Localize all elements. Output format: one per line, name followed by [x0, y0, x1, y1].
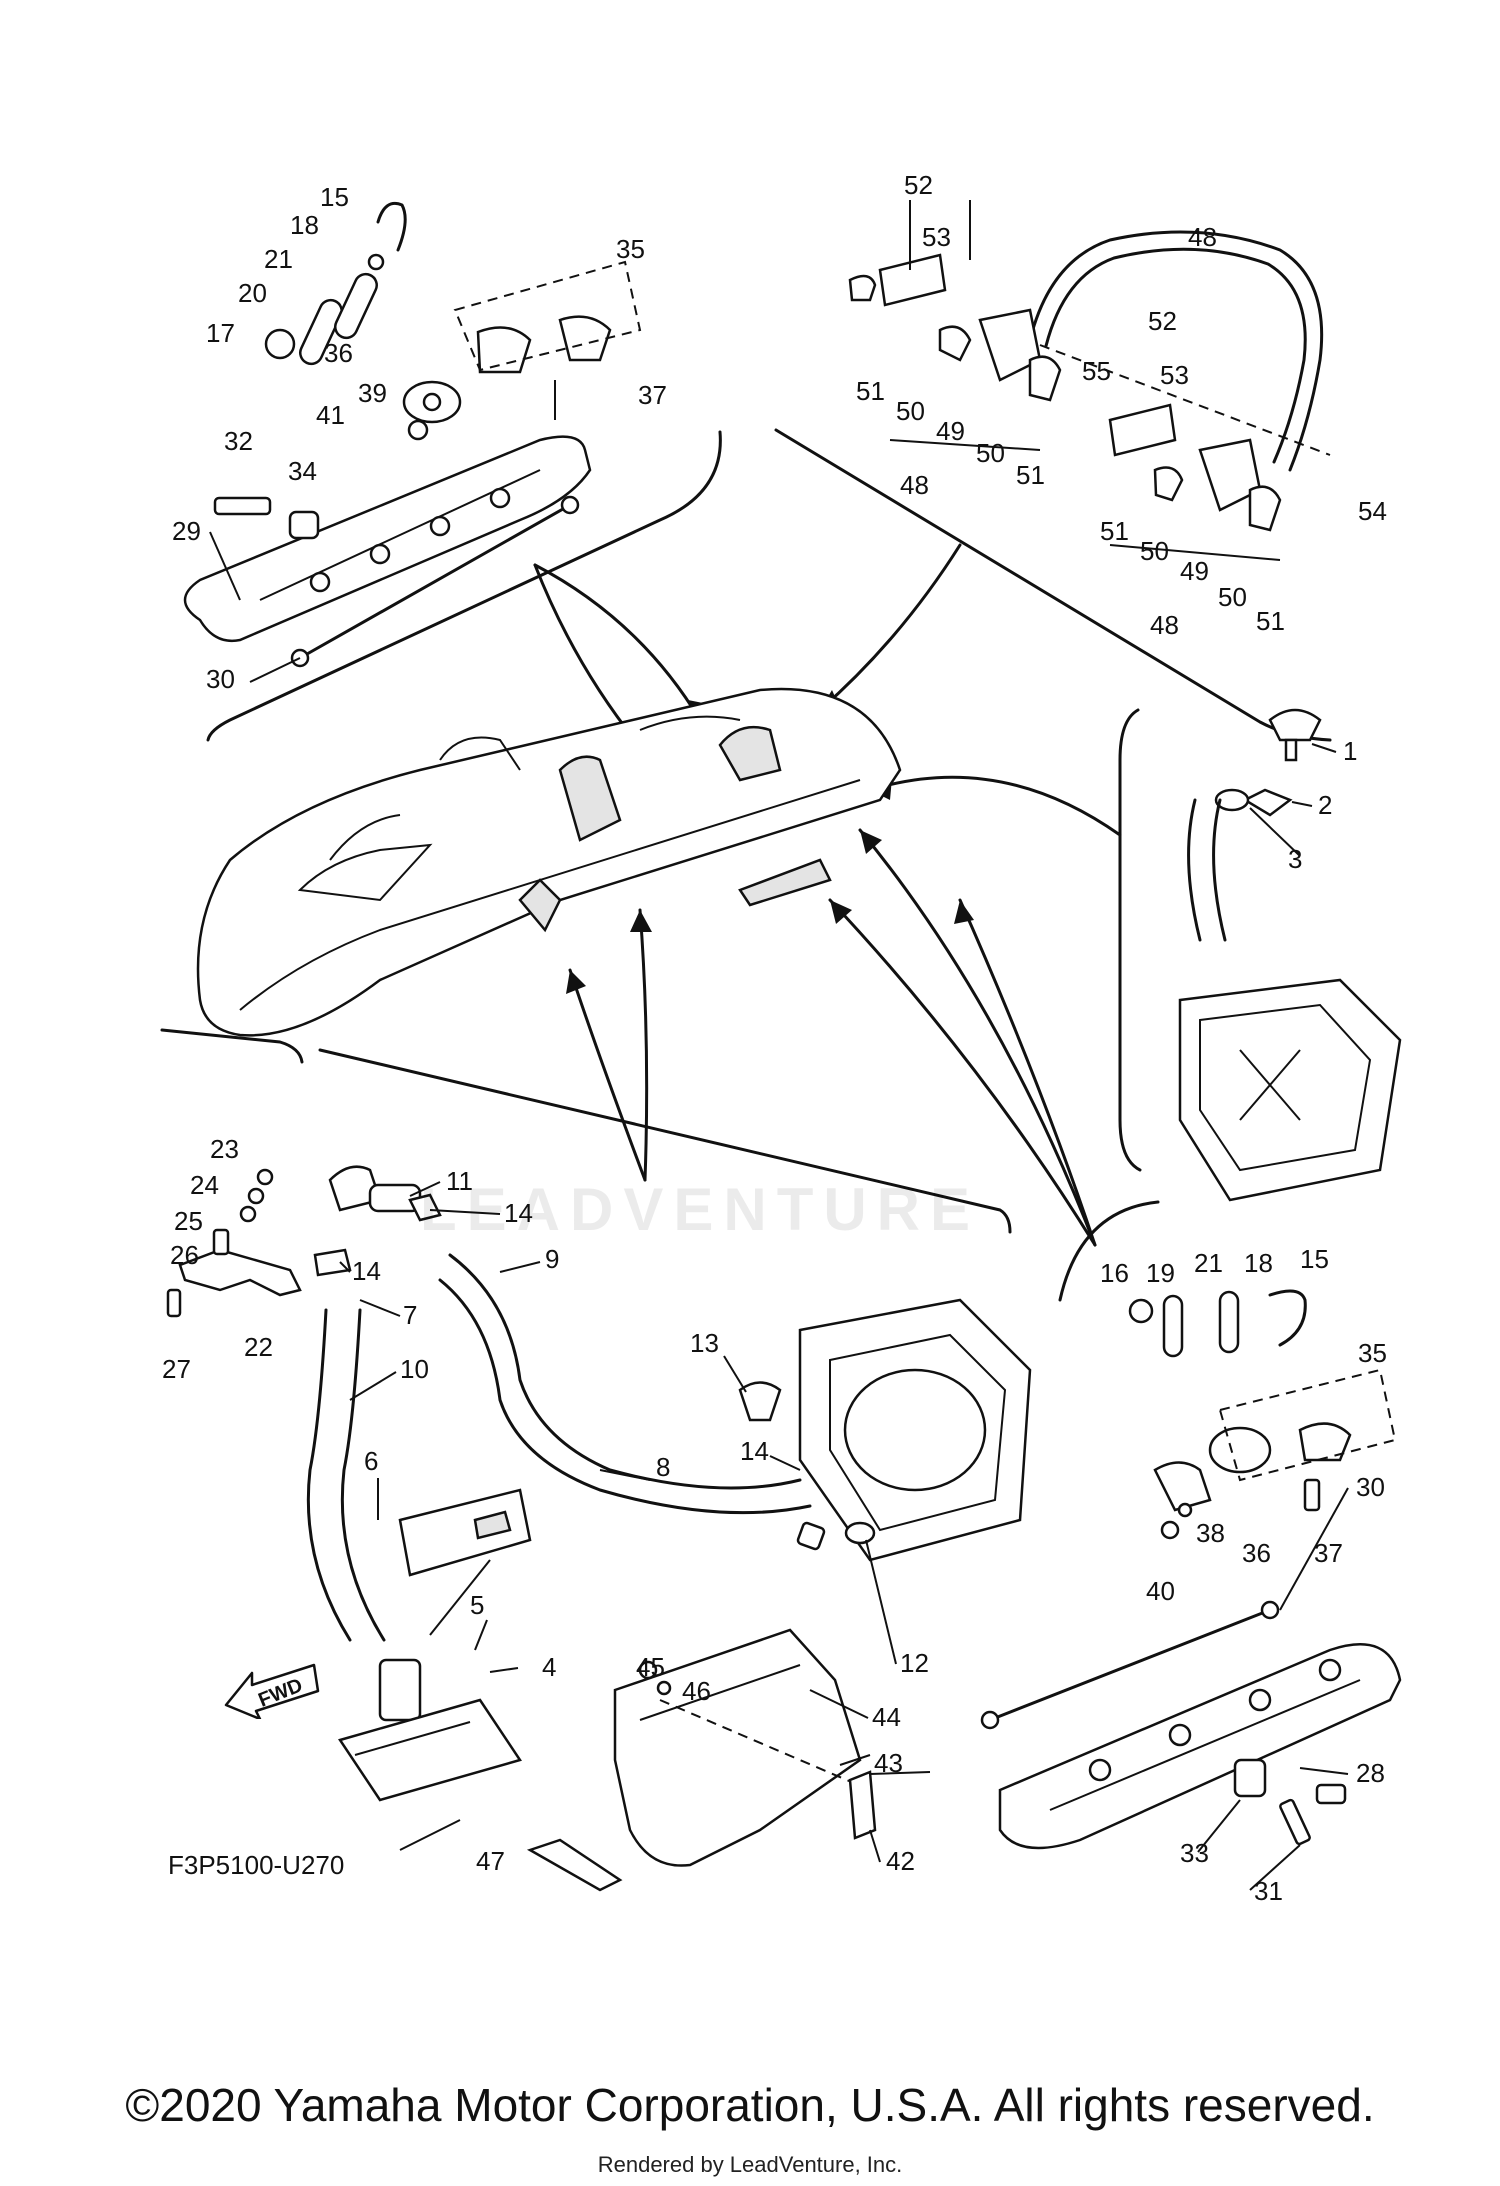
- callout-52b: 52: [1148, 306, 1177, 336]
- callout-35a: 35: [616, 234, 645, 264]
- callout-45: 45: [636, 1652, 665, 1682]
- callout-8: 8: [656, 1452, 670, 1482]
- callout-22: 22: [244, 1332, 273, 1362]
- hose-assembly: [166, 1165, 812, 1851]
- callout-31: 31: [1254, 1876, 1283, 1906]
- callout-37a: 37: [638, 380, 667, 410]
- callout-labels: 1 2 3 4 5 6 7 8 9 10 11 12 13 14 14 14 1…: [162, 170, 1387, 1906]
- callout-24: 24: [190, 1170, 219, 1200]
- callout-49a: 49: [936, 416, 965, 446]
- bracket-mid-left: [160, 1028, 304, 1064]
- callout-36b: 36: [1242, 1538, 1271, 1568]
- sponson-assembly-left: [183, 201, 642, 668]
- pointer-arrows: [242, 543, 1122, 1247]
- callout-41: 41: [316, 400, 345, 430]
- callout-39: 39: [358, 378, 387, 408]
- callout-19: 19: [1146, 1258, 1175, 1288]
- callout-14c: 14: [740, 1436, 769, 1466]
- callout-50d: 50: [1218, 582, 1247, 612]
- callout-49b: 49: [1180, 556, 1209, 586]
- callout-13: 13: [690, 1328, 719, 1358]
- callout-34: 34: [288, 456, 317, 486]
- callout-4: 4: [542, 1652, 556, 1682]
- callout-16: 16: [1100, 1258, 1129, 1288]
- callout-51d: 51: [1256, 606, 1285, 636]
- callout-17: 17: [206, 318, 235, 348]
- callout-10: 10: [400, 1354, 429, 1384]
- callout-14b: 14: [352, 1256, 381, 1286]
- callout-51b: 51: [1016, 460, 1045, 490]
- callout-50a: 50: [896, 396, 925, 426]
- bracket-right: [1118, 708, 1142, 1172]
- callout-51c: 51: [1100, 516, 1129, 546]
- callout-5: 5: [470, 1590, 484, 1620]
- callout-6: 6: [364, 1446, 378, 1476]
- bracket-mid-right: [1058, 1200, 1160, 1302]
- callout-36a: 36: [324, 338, 353, 368]
- cover-assembly: [526, 1628, 877, 1892]
- callout-47: 47: [476, 1846, 505, 1876]
- callout-51a: 51: [856, 376, 885, 406]
- callout-20: 20: [238, 278, 267, 308]
- rendered-by-text: Rendered by LeadVenture, Inc.: [597, 2152, 903, 2177]
- callout-32: 32: [224, 426, 253, 456]
- callout-11: 11: [446, 1166, 473, 1196]
- callout-28: 28: [1356, 1758, 1385, 1788]
- callout-46: 46: [682, 1676, 711, 1706]
- callout-2: 2: [1318, 790, 1332, 820]
- callout-48c: 48: [1150, 610, 1179, 640]
- callout-3: 3: [1288, 844, 1302, 874]
- watermark-text: LEADVENTURE: [420, 1176, 981, 1243]
- callout-12: 12: [900, 1648, 929, 1678]
- callout-40: 40: [1146, 1576, 1175, 1606]
- callout-30b: 30: [1356, 1472, 1385, 1502]
- callout-54: 54: [1358, 496, 1387, 526]
- filler-assembly: [1178, 708, 1402, 1202]
- callout-21b: 21: [1194, 1248, 1223, 1278]
- callout-53b: 53: [1160, 360, 1189, 390]
- callout-48a: 48: [1188, 222, 1217, 252]
- callout-15b: 15: [1300, 1244, 1329, 1274]
- leader-lines: [209, 531, 1349, 1891]
- bracket-mid-center: [318, 1048, 1012, 1234]
- callout-44: 44: [872, 1702, 901, 1732]
- callout-9: 9: [545, 1244, 559, 1274]
- callout-1: 1: [1343, 736, 1357, 766]
- callout-53a: 53: [922, 222, 951, 252]
- callout-27: 27: [162, 1354, 191, 1384]
- callout-52a: 52: [904, 170, 933, 200]
- callout-42: 42: [886, 1846, 915, 1876]
- handle-assembly: [848, 200, 1331, 561]
- callout-26: 26: [170, 1240, 199, 1270]
- copyright-text: ©2020 Yamaha Motor Corporation, U.S.A. A…: [125, 2079, 1375, 2131]
- bracket-top-left: [206, 430, 722, 742]
- callout-50b: 50: [976, 438, 1005, 468]
- jet-housing: [738, 1298, 1032, 1562]
- watercraft-hull: [196, 687, 902, 1037]
- callout-48b: 48: [900, 470, 929, 500]
- callout-29: 29: [172, 516, 201, 546]
- callout-18b: 18: [1244, 1248, 1273, 1278]
- callout-15a: 15: [320, 182, 349, 212]
- callout-14a: 14: [504, 1198, 533, 1228]
- callout-50c: 50: [1140, 536, 1169, 566]
- callout-23: 23: [210, 1134, 239, 1164]
- callout-35b: 35: [1358, 1338, 1387, 1368]
- callout-18a: 18: [290, 210, 319, 240]
- diagram-code: F3P5100-U270: [168, 1850, 345, 1880]
- callout-25: 25: [174, 1206, 203, 1236]
- fwd-arrow-icon: [224, 1663, 320, 1719]
- sponson-assembly-right: [980, 1289, 1402, 1850]
- callout-37b: 37: [1314, 1538, 1343, 1568]
- callout-7: 7: [403, 1300, 417, 1330]
- callout-21a: 21: [264, 244, 293, 274]
- callout-30a: 30: [206, 664, 235, 694]
- callout-38: 38: [1196, 1518, 1225, 1548]
- callout-55: 55: [1082, 356, 1111, 386]
